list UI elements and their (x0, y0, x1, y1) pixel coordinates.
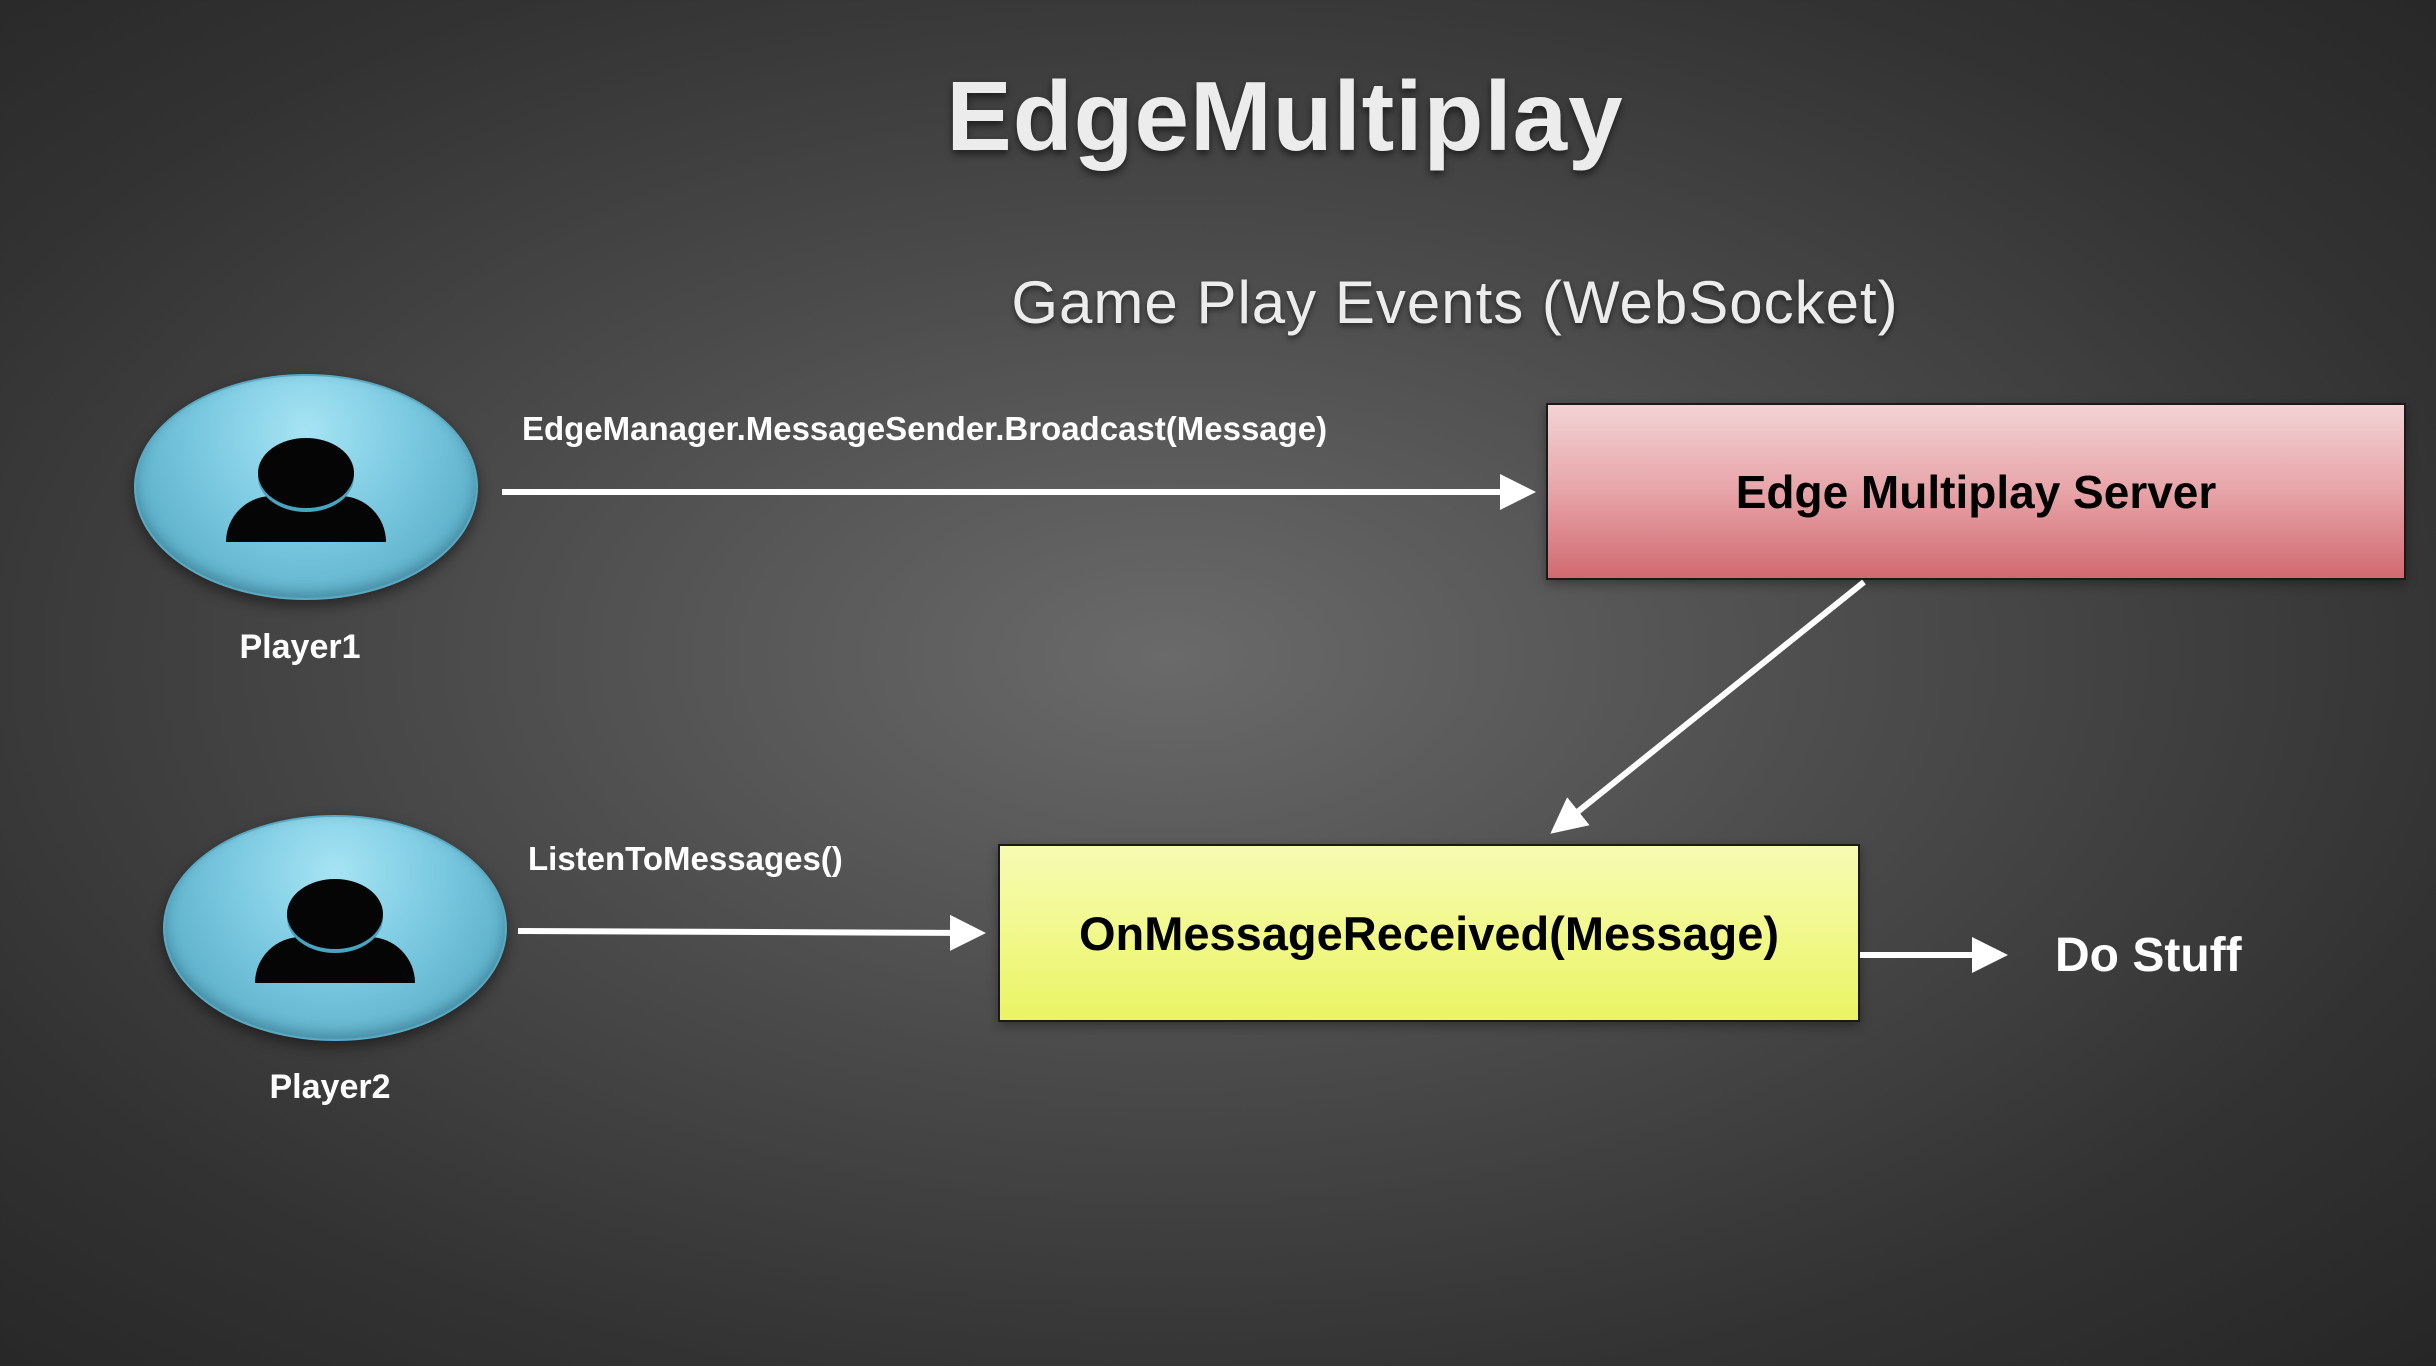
on-message-received-box: OnMessageReceived(Message) (998, 844, 1860, 1022)
person-head-icon (287, 879, 383, 949)
listen-arrow-label: ListenToMessages() (528, 840, 843, 877)
do-stuff-label: Do Stuff (2055, 929, 2242, 982)
edge-multiplay-server-box: Edge Multiplay Server (1546, 403, 2406, 580)
server-to-handler-arrow (1550, 579, 1866, 834)
server-box-label: Edge Multiplay Server (1735, 465, 2217, 518)
player2-avatar-icon (163, 815, 507, 1041)
player1-avatar-icon (134, 374, 478, 600)
person-head-icon (258, 438, 354, 508)
handler-box-label: OnMessageReceived(Message) (1078, 906, 1780, 960)
broadcast-arrow-label: EdgeManager.MessageSender.Broadcast(Mess… (522, 410, 1328, 447)
listen-arrow (517, 914, 986, 951)
slide-subtitle: Game Play Events (WebSocket) (1011, 269, 1899, 336)
slide-title: EdgeMultiplay (946, 61, 1624, 171)
player2-label: Player2 (269, 1068, 391, 1106)
player1-label: Player1 (239, 628, 361, 666)
